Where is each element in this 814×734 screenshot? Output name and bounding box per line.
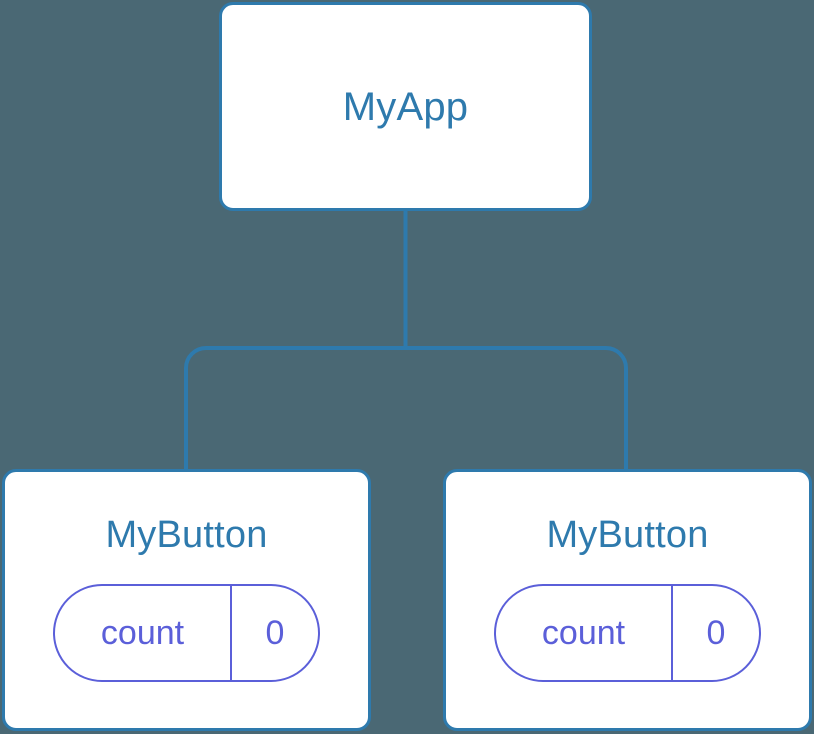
edge-root-to-left-child (184, 346, 406, 472)
state-pill-name: count (55, 586, 232, 680)
state-pill[interactable]: count 0 (53, 584, 320, 682)
state-pill-value: 0 (265, 613, 285, 652)
node-title: MyButton (546, 514, 709, 556)
tree-node-child-1[interactable]: MyButton count 0 (2, 469, 371, 731)
state-pill-name: count (496, 586, 673, 680)
edge-root-to-right-child (405, 346, 628, 472)
tree-node-child-2[interactable]: MyButton count 0 (443, 469, 812, 731)
node-title: MyButton (105, 514, 268, 556)
tree-node-root[interactable]: MyApp (219, 2, 592, 211)
state-pill-value: 0 (706, 613, 726, 652)
node-title: MyApp (342, 84, 469, 129)
state-pill[interactable]: count 0 (494, 584, 761, 682)
